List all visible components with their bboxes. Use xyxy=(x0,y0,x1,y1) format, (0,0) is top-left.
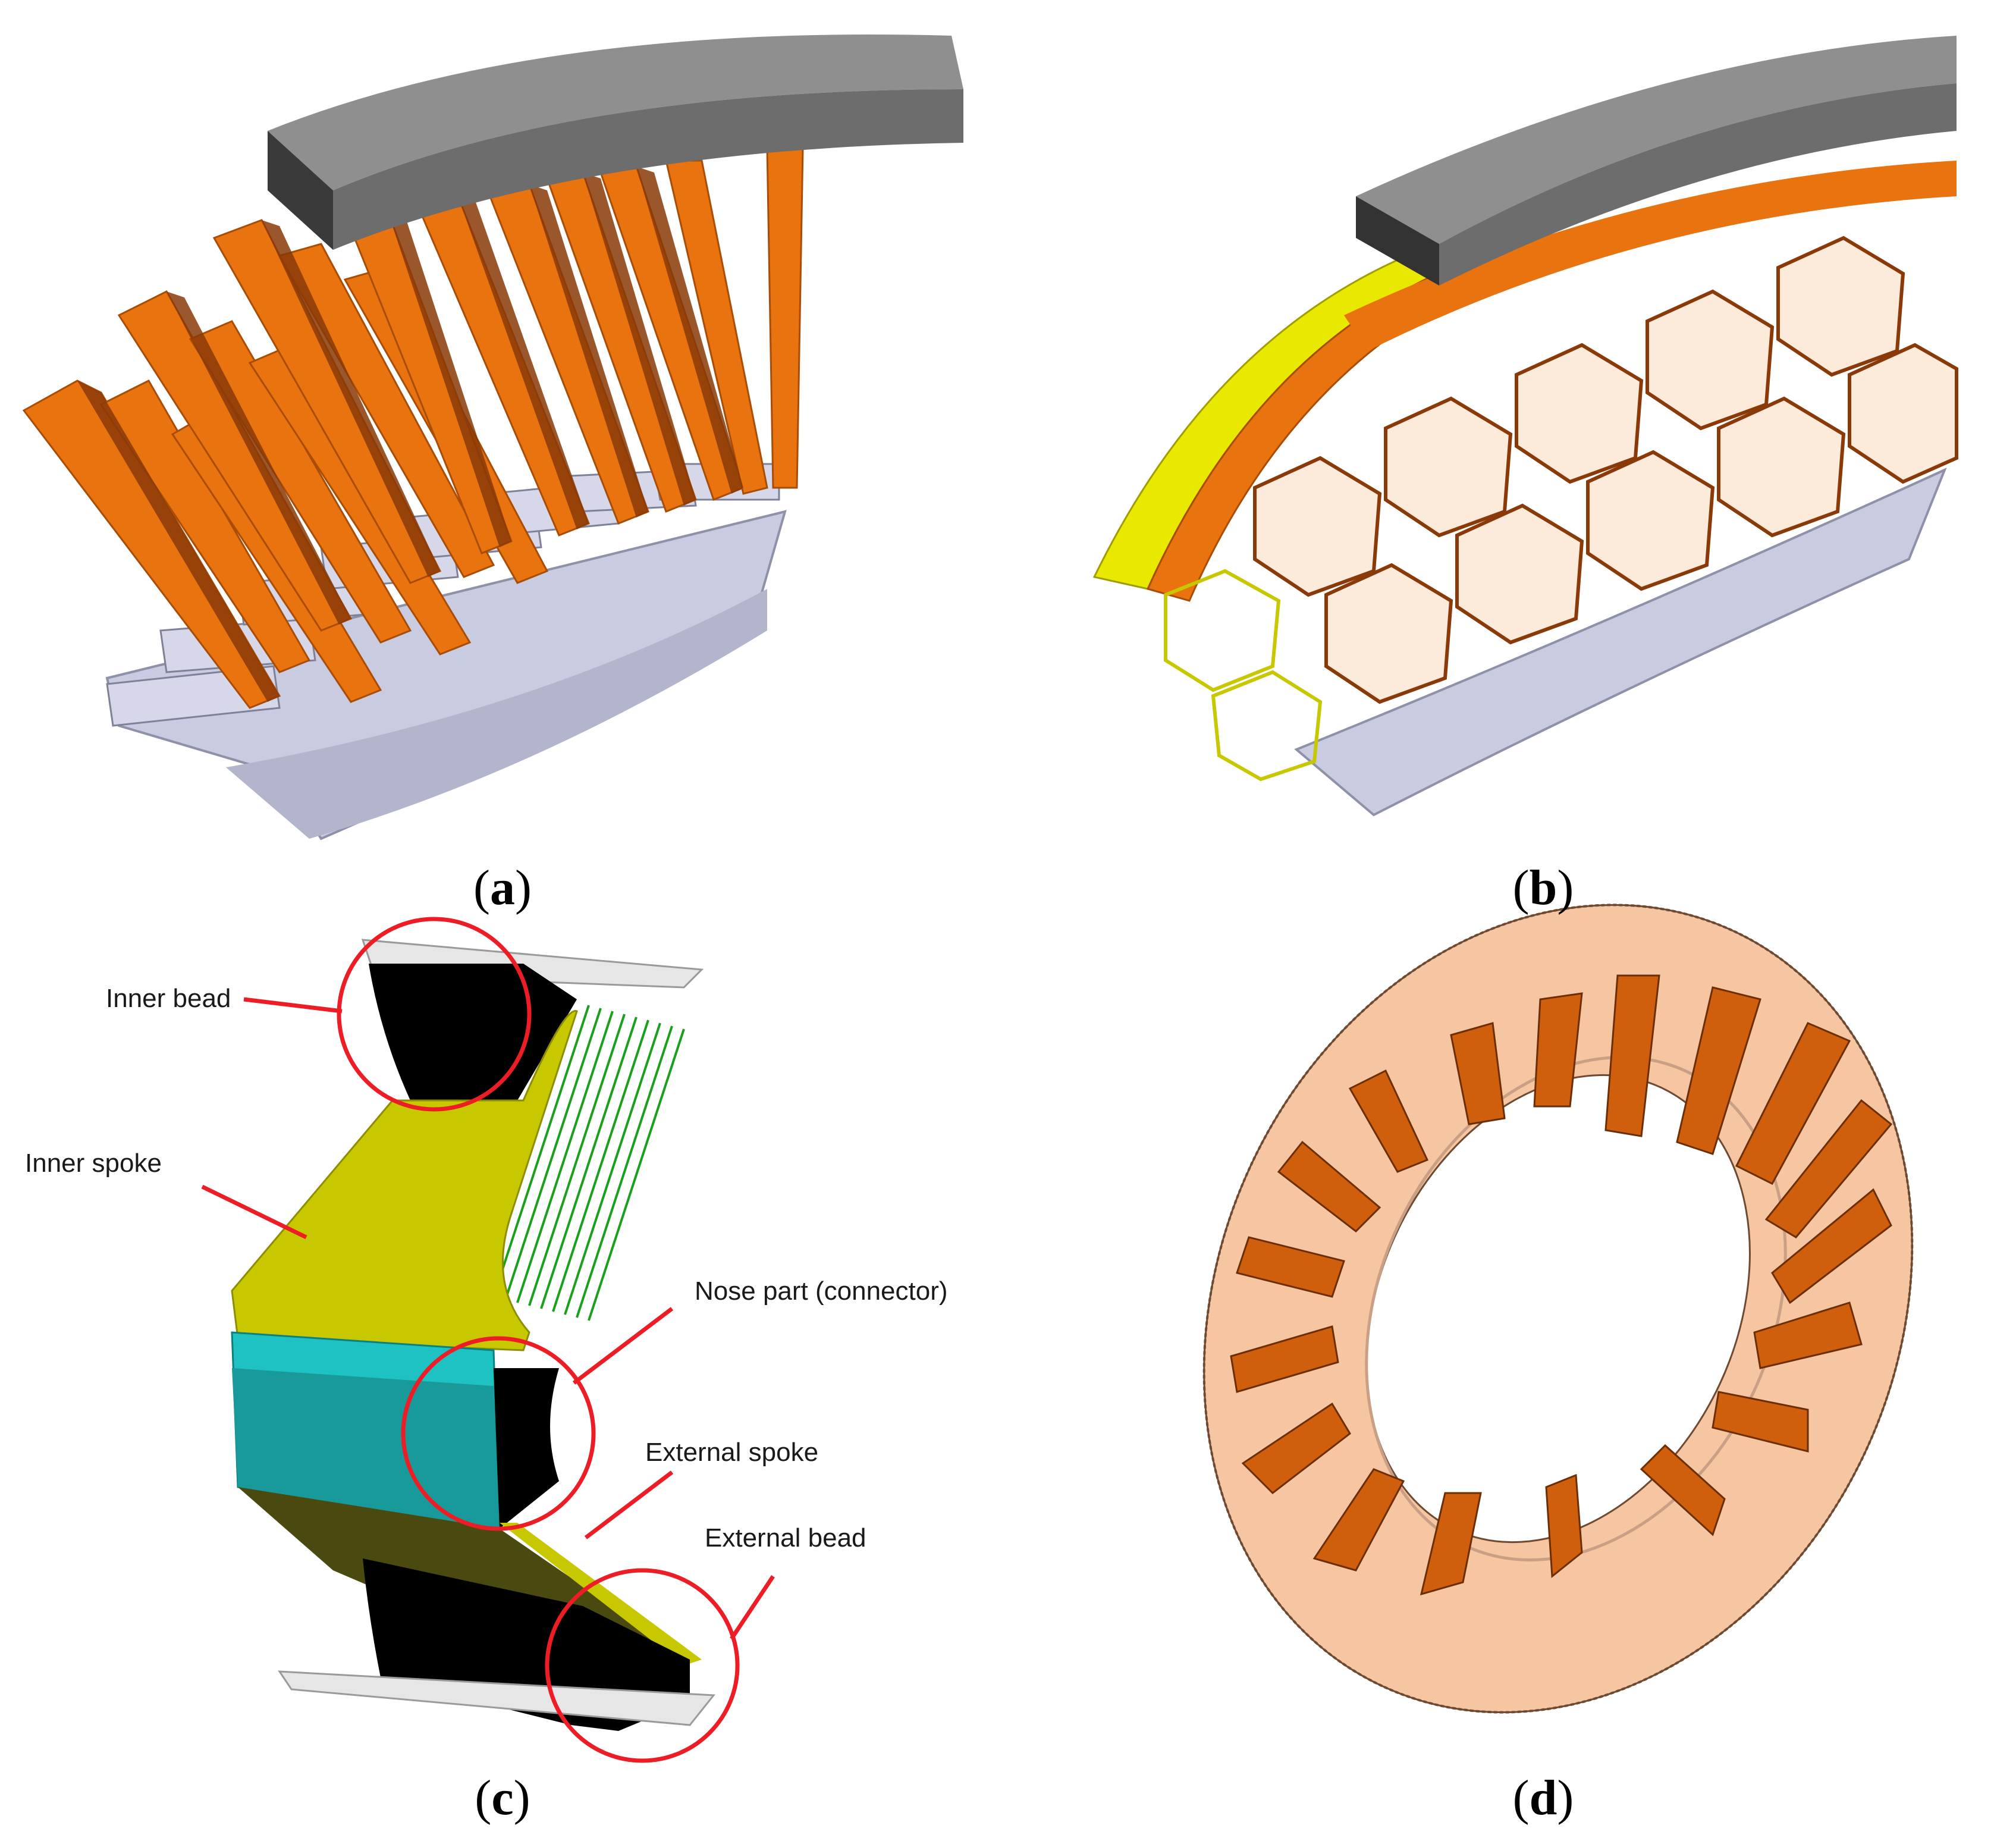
spokes-a xyxy=(22,148,804,709)
inner-bead-leader xyxy=(243,997,343,1014)
panel-c-illustration: Inner bead Inner spoke Nose part (connec… xyxy=(25,917,948,1763)
caption-d: (d) xyxy=(1513,1770,1574,1826)
yellow-honeycomb-back xyxy=(1164,569,1323,782)
panel-b-illustration xyxy=(1092,36,1958,817)
reinforcement-lines xyxy=(492,1005,685,1321)
panel-a-illustration xyxy=(22,35,963,840)
tread-block-side xyxy=(333,89,963,250)
deck-top-b xyxy=(1344,161,1957,351)
tread-block-top xyxy=(268,35,963,190)
caption-a: (a) xyxy=(473,860,532,915)
nose-part-leader xyxy=(572,1307,674,1385)
nose-black xyxy=(494,1368,559,1529)
inner-spoke-shape xyxy=(231,1009,578,1351)
tread-block-front xyxy=(268,131,333,250)
external-bead-leader xyxy=(730,1575,775,1640)
nose-part-circle xyxy=(401,1336,596,1531)
hub-ring-b xyxy=(1294,468,1947,817)
tread-block-b-side xyxy=(1439,83,1957,286)
external-spoke-leader xyxy=(584,1470,674,1539)
panel-d-illustration xyxy=(1202,904,1914,1714)
label-external-bead: External bead xyxy=(705,1523,866,1553)
tread-block-b-top xyxy=(1356,36,1957,244)
tread-block-b-front xyxy=(1356,196,1439,286)
label-inner-bead: Inner bead xyxy=(106,984,231,1013)
hub-ring-underside xyxy=(226,589,767,839)
external-bead-circle xyxy=(545,1568,740,1763)
ring-spokes xyxy=(1230,974,1893,1596)
caption-c: (c) xyxy=(475,1770,530,1826)
label-external-spoke: External spoke xyxy=(645,1438,818,1467)
inner-bead-circle xyxy=(337,917,532,1112)
label-inner-spoke: Inner spoke xyxy=(25,1149,162,1178)
inner-spoke-leader xyxy=(201,1184,307,1240)
honeycomb-cells xyxy=(1253,236,1958,704)
external-flange xyxy=(278,1670,715,1726)
inner-bead-shape xyxy=(369,964,577,1100)
caption-b: (b) xyxy=(1513,860,1574,915)
nose-part-dark xyxy=(232,1368,500,1529)
label-nose-part: Nose part (connector) xyxy=(695,1277,948,1306)
external-spoke-edge xyxy=(500,1523,702,1666)
outer-ring-rim xyxy=(1202,904,1914,1714)
